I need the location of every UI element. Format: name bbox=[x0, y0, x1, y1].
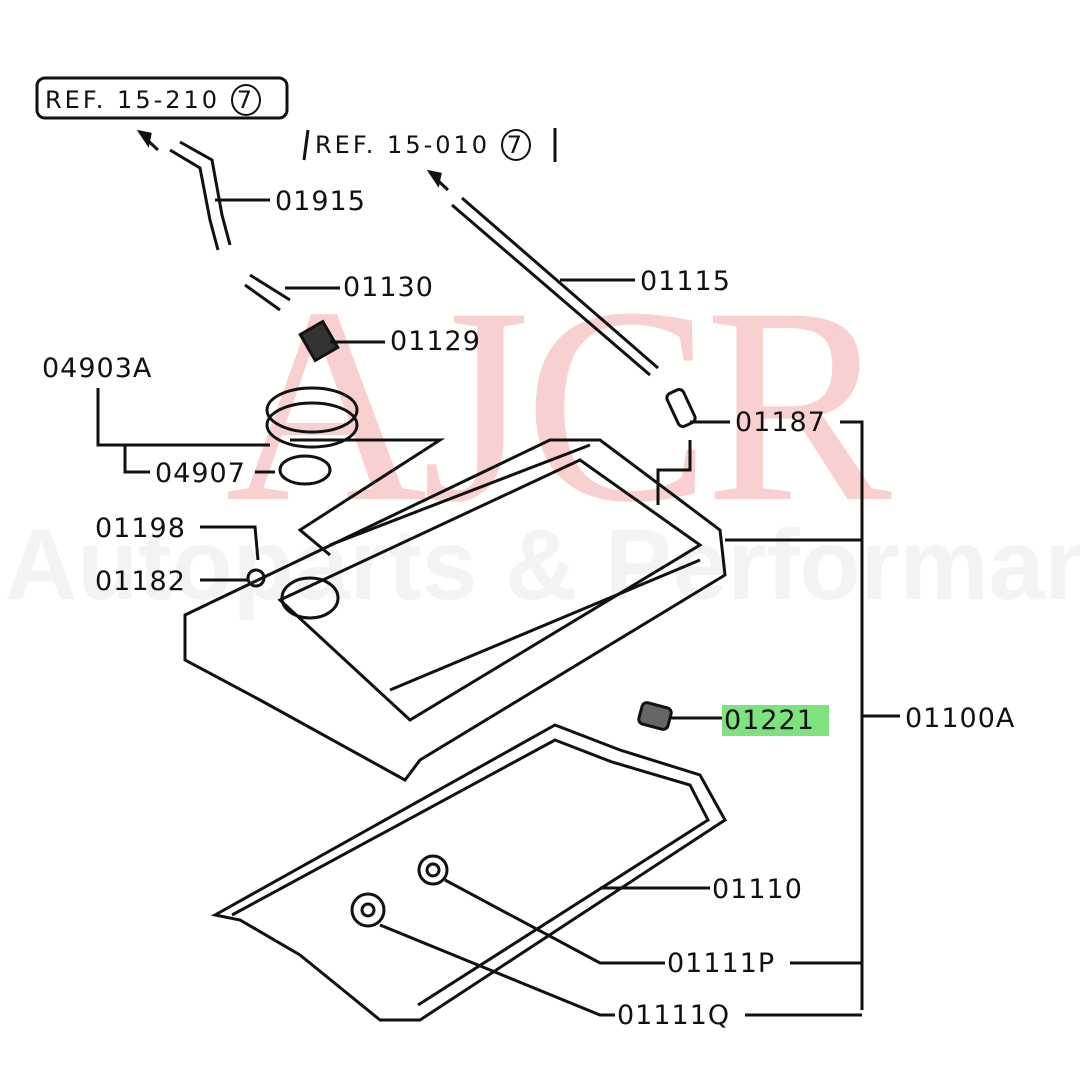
ref-text: REF. 15-210 bbox=[45, 86, 221, 114]
plug-01221 bbox=[637, 701, 673, 731]
gasket-01110 bbox=[210, 723, 727, 1022]
pcv-valve-01130 bbox=[244, 273, 291, 312]
part-01915[interactable]: 01915 bbox=[275, 186, 366, 217]
arrow-icon bbox=[426, 169, 450, 192]
part-04907[interactable]: 04907 bbox=[155, 458, 246, 489]
seal-01111P bbox=[417, 854, 449, 886]
oil-cap-gasket-04907 bbox=[278, 454, 332, 486]
part-01100A[interactable]: 01100A bbox=[905, 703, 1016, 734]
ref-box-15-210 bbox=[35, 76, 289, 120]
grommet-01129 bbox=[298, 319, 340, 363]
oil-cap bbox=[265, 386, 359, 434]
part-01115[interactable]: 01115 bbox=[640, 266, 731, 297]
seal-01111Q bbox=[350, 892, 386, 928]
part-01182[interactable]: 01182 bbox=[95, 566, 186, 597]
hose-01187 bbox=[665, 388, 697, 428]
watermark-tagline: Autoparts & Performance bbox=[5, 509, 1080, 621]
arrow-icon bbox=[136, 129, 160, 152]
part-01129[interactable]: 01129 bbox=[390, 326, 481, 357]
hose-01915 bbox=[169, 140, 232, 251]
part-04903A[interactable]: 04903A bbox=[42, 353, 153, 384]
ref-label-15-210[interactable]: REF. 15-210 7 bbox=[45, 84, 261, 116]
ref-text: REF. 15-010 bbox=[315, 131, 491, 159]
ref-bracket-15-010 bbox=[302, 128, 557, 162]
hose-01115 bbox=[451, 196, 659, 377]
valve-cover bbox=[183, 438, 727, 782]
part-01221-highlighted[interactable]: 01221 bbox=[722, 705, 829, 736]
part-01110[interactable]: 01110 bbox=[712, 874, 803, 905]
part-01130[interactable]: 01130 bbox=[343, 272, 434, 303]
ref-label-15-010[interactable]: REF. 15-010 7 bbox=[315, 129, 531, 161]
part-01111Q[interactable]: 01111Q bbox=[617, 1000, 731, 1031]
part-01111P[interactable]: 01111P bbox=[667, 948, 776, 979]
part-01187[interactable]: 01187 bbox=[735, 407, 826, 438]
part-01198[interactable]: 01198 bbox=[95, 513, 186, 544]
circled-number: 7 bbox=[230, 84, 261, 116]
watermark-brand: AJCR bbox=[225, 249, 892, 560]
circled-number: 7 bbox=[500, 129, 531, 161]
